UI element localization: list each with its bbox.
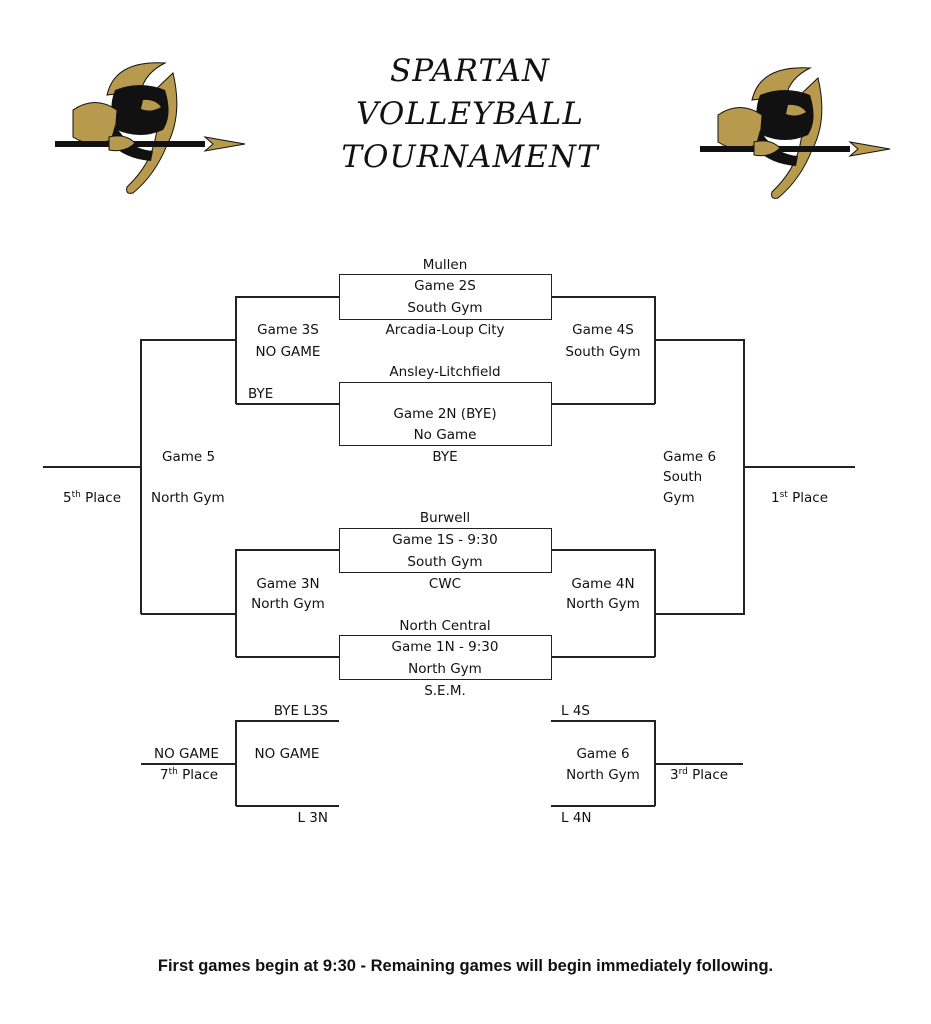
seventh-place-label: 7th Place	[160, 767, 219, 783]
third-place-label: 3rd Place	[670, 767, 729, 783]
game-1s-top-team: Burwell	[419, 510, 471, 526]
game-3n-location: North Gym	[251, 596, 325, 612]
schedule-note: First games begin at 9:30 - Remaining ga…	[157, 957, 774, 975]
game-2n-location: No Game	[413, 427, 477, 443]
game-2n-box	[339, 382, 552, 446]
game-4n-label: Game 4N	[571, 576, 635, 592]
game-1n-bottom-team: S.E.M.	[424, 683, 466, 699]
game-6-final-location-2: Gym	[663, 490, 695, 506]
game-1n-box	[339, 635, 552, 680]
game-2s-top-team: Mullen	[422, 257, 468, 273]
game-6-final-location-1: South	[663, 469, 703, 485]
consolation-right-game: Game 6	[576, 746, 630, 762]
consolation-left-bottom: L 3N	[297, 810, 328, 826]
title-line-3: TOURNAMENT	[341, 139, 599, 175]
game-1n-top-team: North Central	[399, 618, 491, 634]
game-1n-location: North Gym	[408, 661, 482, 677]
consolation-right-top: L 4S	[561, 703, 590, 719]
spartan-logo-right	[700, 67, 891, 199]
seventh-place-status: NO GAME	[154, 746, 219, 762]
game-3s-bye: BYE	[248, 386, 274, 402]
fifth-place-label: 5th Place	[63, 490, 122, 506]
game-5-location: North Gym	[151, 490, 225, 506]
spartan-logo-left	[55, 62, 246, 194]
game-2s-label: Game 2S	[414, 278, 476, 294]
game-4n-location: North Gym	[566, 596, 640, 612]
consolation-right-bottom: L 4N	[561, 810, 592, 826]
game-1s-bottom-team: CWC	[428, 576, 462, 592]
title-line-2: VOLLEYBALL	[356, 96, 584, 132]
game-3s-label: Game 3S	[257, 322, 319, 338]
game-1s-label: Game 1S - 9:30	[392, 532, 498, 548]
game-6-final-label: Game 6	[663, 449, 717, 465]
game-5-label: Game 5	[162, 449, 216, 465]
game-4s-location: South Gym	[565, 344, 641, 360]
game-2n-label: Game 2N (BYE)	[393, 406, 497, 422]
game-2s-bottom-team: Arcadia-Loup City	[385, 322, 505, 338]
game-2n-top-team: Ansley-Litchfield	[389, 364, 501, 380]
consolation-left-top: BYE L3S	[273, 703, 328, 719]
game-1n-label: Game 1N - 9:30	[391, 639, 499, 655]
game-4s-label: Game 4S	[572, 322, 634, 338]
title-line-1: SPARTAN	[390, 53, 550, 89]
consolation-left-game: NO GAME	[254, 746, 320, 762]
first-place-label: 1st Place	[771, 490, 828, 506]
game-1s-box	[339, 528, 552, 573]
game-1s-location: South Gym	[407, 554, 483, 570]
consolation-right-location: North Gym	[566, 767, 640, 783]
game-2n-bottom-team: BYE	[432, 449, 458, 465]
game-2s-location: South Gym	[407, 300, 483, 316]
game-3n-label: Game 3N	[256, 576, 320, 592]
game-3s-status: NO GAME	[255, 344, 321, 360]
